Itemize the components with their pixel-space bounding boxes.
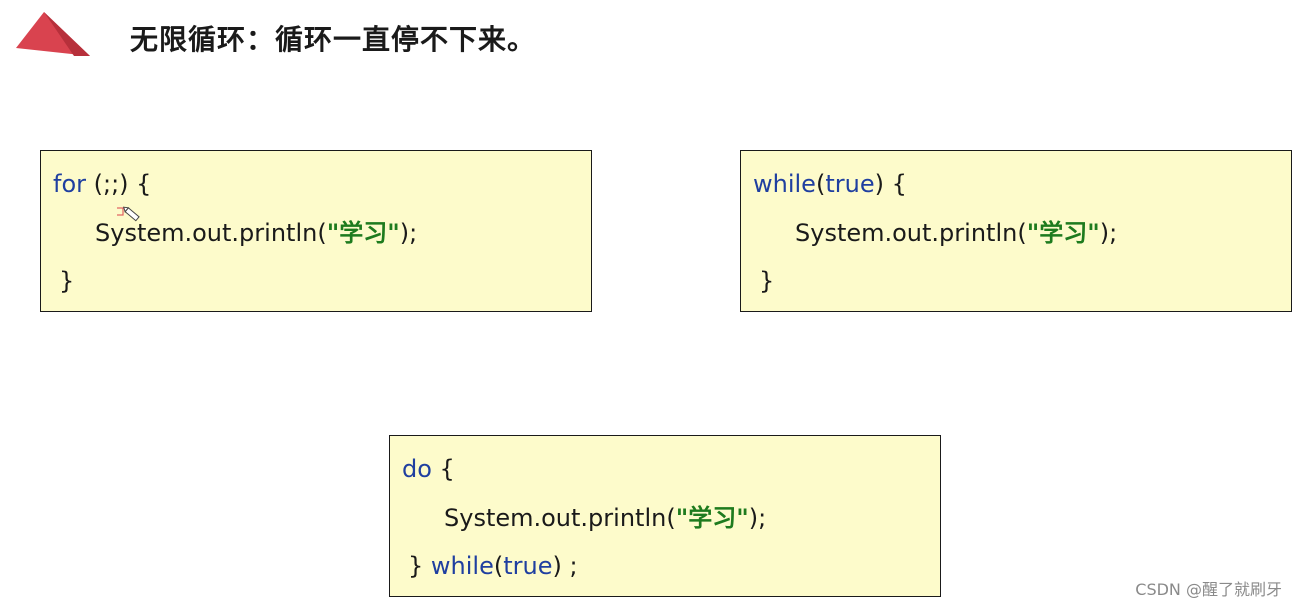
string-literal: "学习" [675, 504, 749, 532]
do-header-rest: { [431, 455, 455, 483]
while-line-1: while(true) { [753, 169, 907, 199]
while-line-2: System.out.println("学习"); [795, 218, 1117, 248]
do-line-1: do { [402, 454, 455, 484]
for-line-3: } [59, 267, 75, 295]
true-keyword: true [503, 552, 553, 580]
println-end: ); [748, 504, 767, 532]
red-triangle-logo-icon [16, 12, 90, 56]
do-line-2: System.out.println("学习"); [444, 503, 766, 533]
paren-open: ( [493, 552, 504, 580]
while-header-rest: ) { [874, 170, 907, 198]
for-line-1: for (;;) { [53, 169, 151, 199]
do-keyword: do [402, 455, 432, 483]
println-call: System.out.println( [795, 219, 1027, 247]
page-title: 无限循环：循环一直停不下来。 [130, 23, 537, 56]
println-call: System.out.println( [95, 219, 327, 247]
while-line-3: } [759, 267, 775, 295]
pencil-cursor-icon [117, 206, 140, 222]
for-header-rest: (;;) { [86, 170, 152, 198]
closing-brace: } [408, 552, 431, 580]
paren-open: ( [815, 170, 826, 198]
string-literal: "学习" [1026, 219, 1100, 247]
for-loop-code-box: for (;;) { System.out.println("学习"); } [40, 150, 592, 312]
while-keyword: while [753, 170, 816, 198]
do-while-loop-code-box: do { System.out.println("学习"); } while(t… [389, 435, 941, 597]
println-end: ); [1099, 219, 1118, 247]
while-loop-code-box: while(true) { System.out.println("学习"); … [740, 150, 1292, 312]
do-line-3: } while(true) ; [408, 551, 578, 581]
println-call: System.out.println( [444, 504, 676, 532]
for-line-2: System.out.println("学习"); [95, 218, 417, 248]
while-keyword: while [430, 552, 494, 580]
for-keyword: for [53, 170, 86, 198]
println-end: ); [399, 219, 418, 247]
true-keyword: true [825, 170, 875, 198]
watermark: CSDN @醒了就刷牙 [1135, 580, 1282, 599]
string-literal: "学习" [326, 219, 400, 247]
do-while-end: ) ; [552, 552, 578, 580]
